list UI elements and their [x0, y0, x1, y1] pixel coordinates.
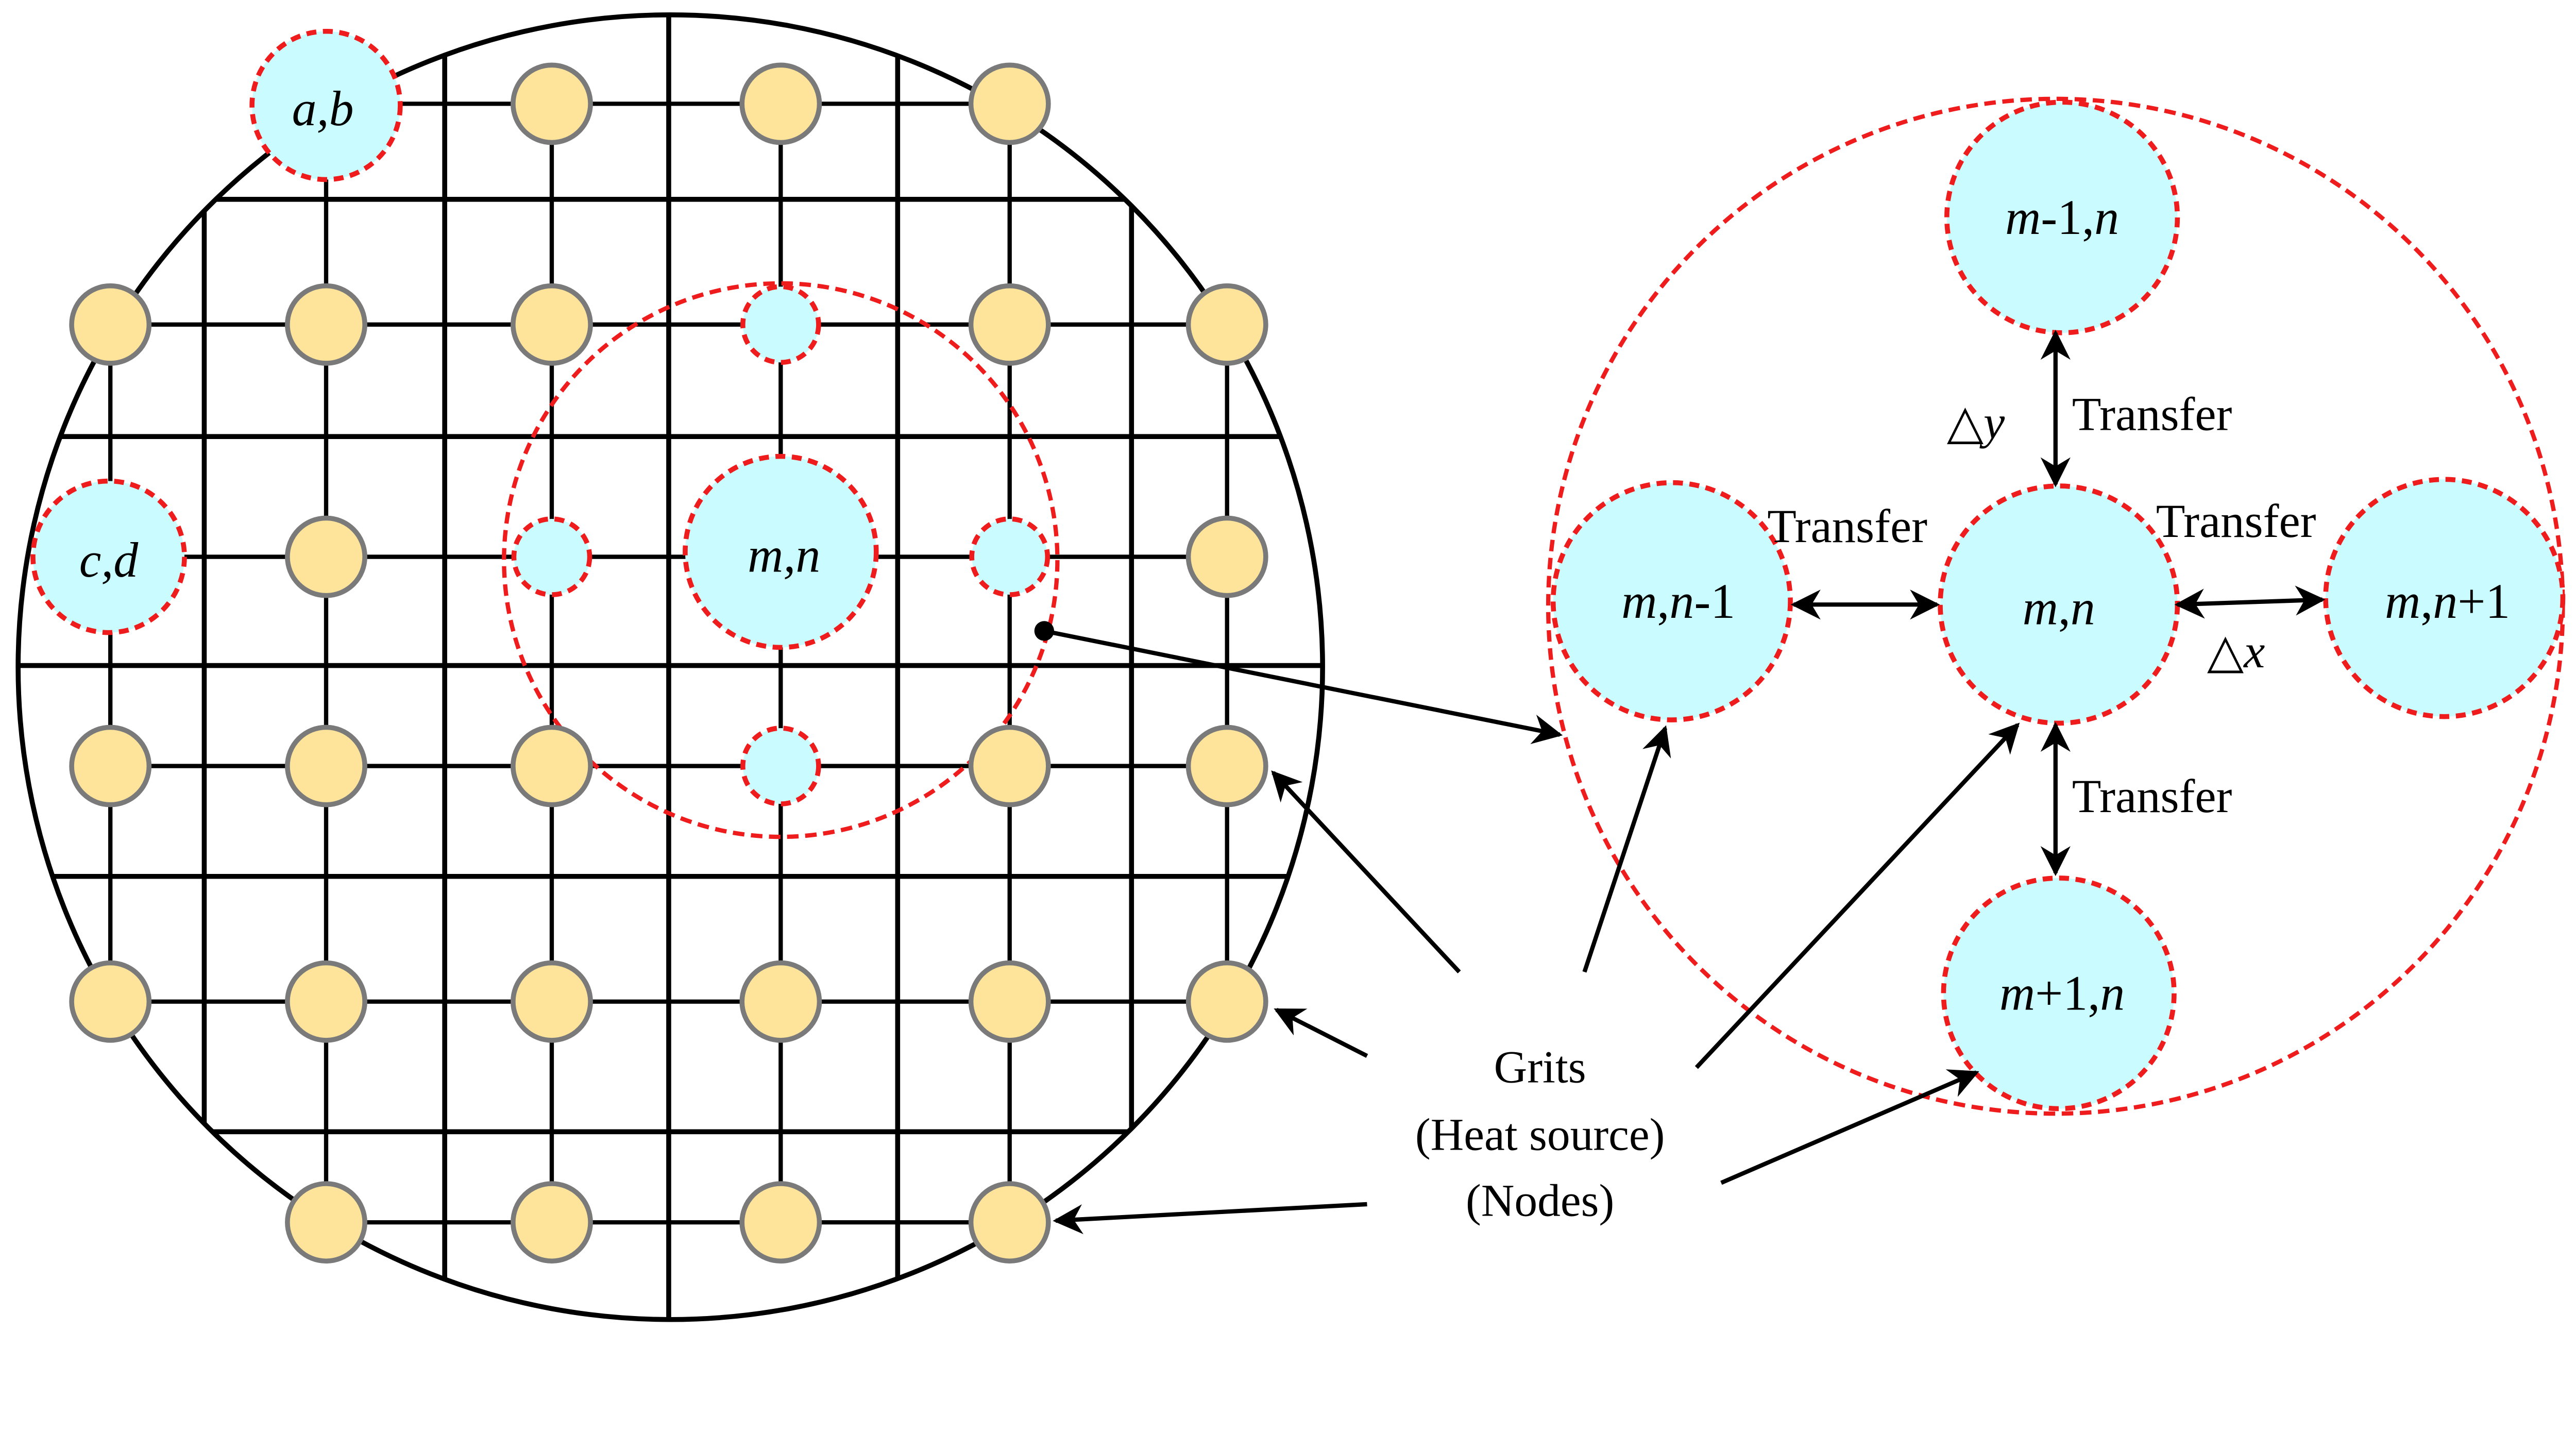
- transfer-label-bottom: Transfer: [2072, 770, 2232, 823]
- grit-node: [69, 960, 152, 1043]
- neighbor-node: [511, 516, 592, 597]
- legend-line-nodes: (Nodes): [1466, 1175, 1614, 1226]
- grit-node: [511, 725, 593, 807]
- grits-arrow-6: [1720, 1069, 1979, 1185]
- wheel-outline: [15, 12, 1325, 1322]
- node-m-n: [683, 453, 879, 650]
- grit-node: [1185, 725, 1268, 807]
- zoom-arrow: [1044, 629, 1563, 745]
- node-left-label: m,n-1: [1621, 574, 1735, 629]
- grit-node: [1185, 283, 1268, 366]
- grit-node: [968, 62, 1051, 145]
- node-m-n-label: m,n: [748, 528, 820, 582]
- grits-arrow-4: [1053, 1202, 1367, 1235]
- grit-node: [69, 283, 152, 366]
- node-bottom: [1941, 875, 2177, 1111]
- heat-transfer-grid-diagram: a,b c,d m,n m-1,n m,n m,n-1 m,n+1 m+1,n …: [15, 12, 2566, 1322]
- neighborhood-ring: [502, 281, 1060, 839]
- grit-node: [968, 283, 1051, 366]
- grits-arrow-5: [1694, 722, 2020, 1069]
- transfer-arrow-right: [2174, 585, 2326, 619]
- grit-node: [739, 960, 822, 1043]
- grinding-wheel-grid: a,b c,d m,n: [15, 12, 1325, 1322]
- grit-node: [285, 283, 367, 366]
- grit-node: [285, 960, 367, 1043]
- grit-node: [1185, 960, 1268, 1043]
- node-left: [1550, 480, 1793, 722]
- grit-node: [511, 1181, 593, 1264]
- grit-node: [511, 62, 593, 145]
- grit-node: [285, 725, 367, 807]
- node-right-label: m,n+1: [2385, 574, 2510, 629]
- grit-node: [739, 1181, 822, 1264]
- node-a-b-label: a,b: [292, 81, 354, 136]
- node-a-b: [249, 28, 403, 182]
- grit-node: [285, 1181, 367, 1264]
- node-c-d-label: c,d: [79, 533, 139, 587]
- labeled-nodes: a,b c,d m,n: [30, 28, 879, 650]
- grit-node: [968, 725, 1051, 807]
- grit-node: [968, 960, 1051, 1043]
- node-top: [1944, 99, 2180, 335]
- grits-arrow-2: [1271, 770, 1461, 974]
- transfer-label-left: Transfer: [1767, 500, 1927, 553]
- grit-node: [968, 1181, 1051, 1264]
- grit-node: [69, 725, 152, 807]
- grits-arrow-3: [1274, 1008, 1368, 1058]
- callout-arrows: [1044, 629, 2020, 1235]
- grit-node: [739, 62, 822, 145]
- transfer-label-top: Transfer: [2072, 388, 2232, 441]
- node-right: [2323, 477, 2566, 719]
- mesh-lines: [18, 14, 1323, 1320]
- node-c-d: [30, 478, 187, 635]
- grit-nodes: [69, 62, 1268, 1264]
- delta-x-label: △x: [2207, 625, 2265, 678]
- neighbor-node: [740, 284, 821, 365]
- grit-node: [511, 283, 593, 366]
- node-center-label: m,n: [2023, 581, 2095, 635]
- legend-line-grits: Grits: [1494, 1041, 1586, 1092]
- node-top-label: m-1,n: [2005, 190, 2119, 245]
- delta-y-label: △y: [1947, 396, 2005, 449]
- node-bottom-label: m+1,n: [1999, 966, 2125, 1021]
- grits-arrow-1: [1582, 725, 1671, 973]
- grits-legend: Grits (Heat source) (Nodes): [1415, 1041, 1665, 1226]
- neighbor-node: [969, 516, 1050, 597]
- grit-node: [1185, 515, 1268, 598]
- node-detail-view: m-1,n m,n m,n-1 m,n+1 m+1,n Transfer △y …: [1546, 96, 2566, 1116]
- grit-node: [511, 960, 593, 1043]
- grit-node: [285, 515, 367, 598]
- transfer-label-right: Transfer: [2156, 495, 2316, 548]
- neighbor-node: [740, 726, 821, 806]
- legend-line-heat-source: (Heat source): [1415, 1109, 1665, 1160]
